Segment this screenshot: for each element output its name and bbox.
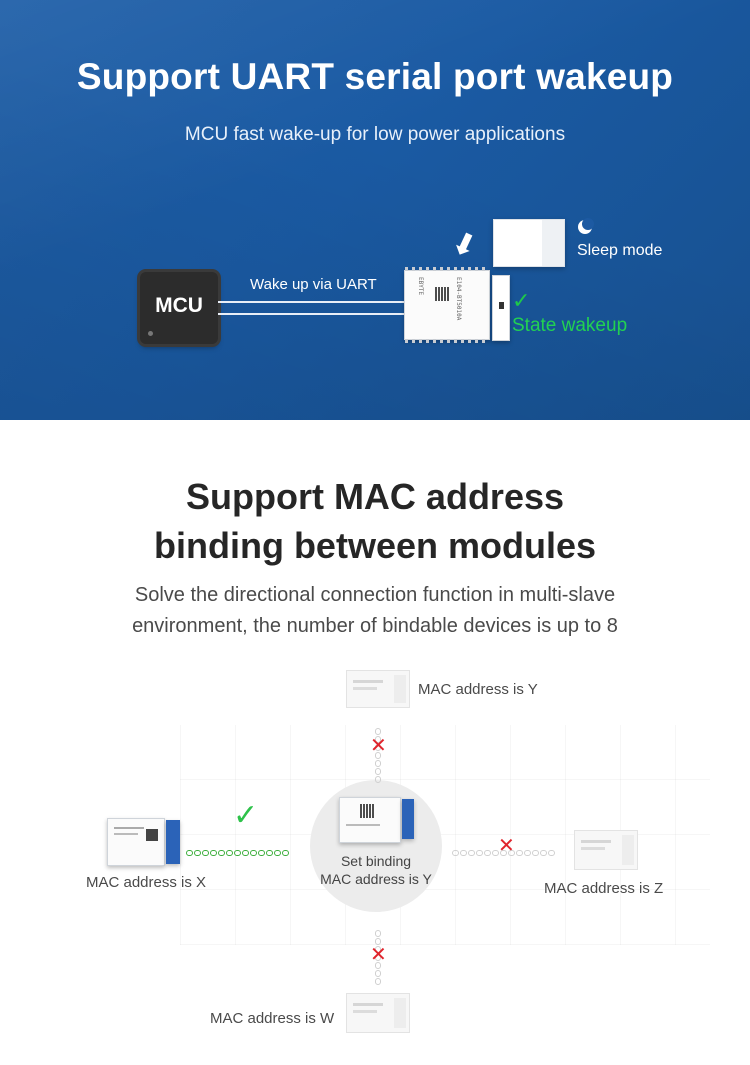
module-z <box>574 830 638 870</box>
module-x-qr <box>146 829 158 841</box>
chain-to-z <box>452 843 556 856</box>
module-w-text <box>353 1003 383 1006</box>
cross-y-icon: ✕ <box>370 735 387 757</box>
mac-binding-subtitle-line1: Solve the directional connection functio… <box>134 584 616 606</box>
module-antenna-board <box>492 275 510 341</box>
state-wakeup-label: State wakeup <box>512 315 628 336</box>
module-y <box>346 670 410 708</box>
mac-label-x: MAC address is X <box>86 874 207 891</box>
uart-line-bottom <box>218 313 404 315</box>
cross-w-icon: ✕ <box>370 944 387 966</box>
module-qr-code <box>435 287 449 301</box>
mac-binding-title-line1: Support MAC address <box>185 476 565 517</box>
mcu-label: MCU <box>155 294 203 317</box>
center-binding-label: Set binding MAC address is Y <box>300 852 452 888</box>
module-pins-bottom <box>405 339 489 343</box>
mcu-pin1-dot <box>148 331 153 336</box>
center-label-line1: Set binding <box>340 853 412 869</box>
module-brand: EBYTE <box>417 277 424 296</box>
module-pins-top <box>405 267 489 271</box>
uart-wakeup-title: Support UART serial port wakeup <box>76 56 674 97</box>
sleep-module-card <box>493 219 565 267</box>
module-w-text2 <box>353 1010 377 1013</box>
uart-line-top <box>218 301 404 303</box>
mcu-chip: MCU <box>134 266 224 350</box>
module-led <box>499 302 504 309</box>
center-module-text <box>346 824 380 826</box>
uart-wakeup-subtitle: MCU fast wake-up for low power applicati… <box>184 124 566 145</box>
uart-label: Wake up via UART <box>250 276 377 293</box>
center-label-line2: MAC address is Y <box>320 871 432 887</box>
moon-icon <box>578 218 594 234</box>
mac-binding-subtitle-line2: environment, the number of bindable devi… <box>132 615 618 637</box>
wireless-module: E104-BT5010A EBYTE <box>404 267 490 343</box>
module-part-number: E104-BT5010A <box>455 277 462 321</box>
mac-label-w: MAC address is W <box>210 1010 335 1027</box>
mac-binding-title-line2: binding between modules <box>153 525 597 566</box>
module-x-text2 <box>114 833 138 835</box>
chain-to-x <box>186 843 290 856</box>
module-z-text2 <box>581 847 605 850</box>
module-w <box>346 993 410 1033</box>
center-module <box>339 797 401 843</box>
module-y-text <box>353 680 383 683</box>
module-x <box>107 818 165 866</box>
sleep-mode-label: Sleep mode <box>577 242 663 259</box>
chain-to-w <box>375 930 381 986</box>
module-z-text <box>581 840 611 843</box>
module-y-text2 <box>353 687 377 690</box>
chain-to-y <box>375 728 381 784</box>
uart-wakeup-panel: Support UART serial port wakeup MCU fast… <box>0 0 750 420</box>
checkmark-icon: ✓ <box>512 288 531 313</box>
module-x-text <box>114 827 144 829</box>
cross-z-icon: ✕ <box>498 835 515 857</box>
curved-arrow-icon: ⬋ <box>447 223 483 264</box>
module-x-antenna <box>166 820 180 864</box>
mac-binding-subtitle: Solve the directional connection functio… <box>0 580 750 642</box>
mac-label-y: MAC address is Y <box>418 681 538 698</box>
center-module-qr <box>360 804 374 818</box>
checkmark-x-icon: ✓ <box>233 799 259 832</box>
mac-binding-title: Support MAC address binding between modu… <box>0 472 750 570</box>
center-module-antenna <box>402 799 414 839</box>
mac-label-z: MAC address is Z <box>544 880 664 897</box>
